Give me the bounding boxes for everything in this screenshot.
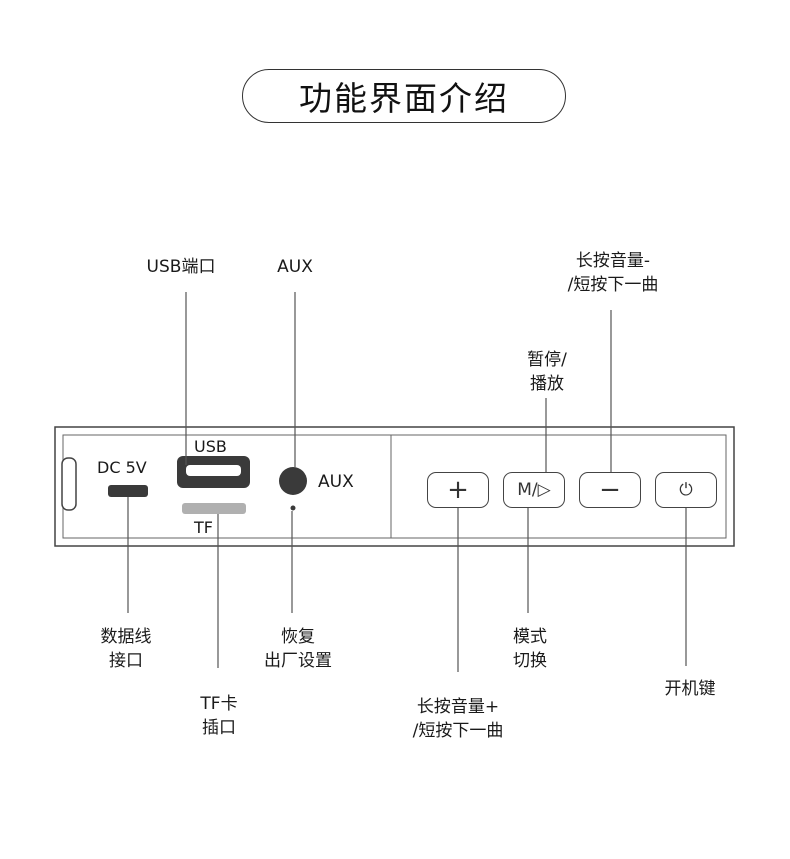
mode-play-icon: M/▷ [517, 479, 551, 500]
volume-down-button[interactable]: − [579, 472, 641, 508]
dc-label: DC 5V [97, 458, 147, 477]
callout-factory-reset: 恢复 出厂设置 [264, 627, 332, 671]
callout-power-key: 开机键 [664, 679, 716, 699]
callout-pause-play: 暂停/ 播放 [527, 350, 567, 394]
callout-usb-port: USB端口 [146, 257, 216, 277]
usb-label: USB [194, 437, 227, 456]
callout-mode-switch: 模式 切换 [513, 627, 547, 671]
callout-data-cable: 数据线 接口 [100, 627, 152, 671]
callout-volume-up: 长按音量+ /短按下一曲 [412, 697, 504, 741]
reset-hole [290, 505, 296, 511]
mode-play-button[interactable]: M/▷ [503, 472, 565, 508]
callout-tf-slot: TF卡 插口 [200, 694, 238, 738]
tf-slot [182, 503, 246, 514]
callout-aux: AUX [277, 257, 313, 277]
panel-outer [54, 426, 735, 547]
page-title: 功能界面介绍 [242, 69, 566, 123]
callout-volume-down: 长按音量- /短按下一曲 [567, 251, 659, 295]
side-tab [61, 457, 77, 511]
aux-jack [279, 467, 307, 495]
tf-label: TF [194, 518, 213, 537]
minus-icon: − [599, 475, 621, 505]
power-icon: ⏻ [679, 479, 693, 500]
dc-port [108, 485, 148, 497]
usb-port-slot [186, 465, 241, 476]
power-button[interactable]: ⏻ [655, 472, 717, 508]
volume-up-button[interactable]: + [427, 472, 489, 508]
aux-panel-label: AUX [318, 472, 354, 492]
plus-icon: + [447, 475, 469, 505]
